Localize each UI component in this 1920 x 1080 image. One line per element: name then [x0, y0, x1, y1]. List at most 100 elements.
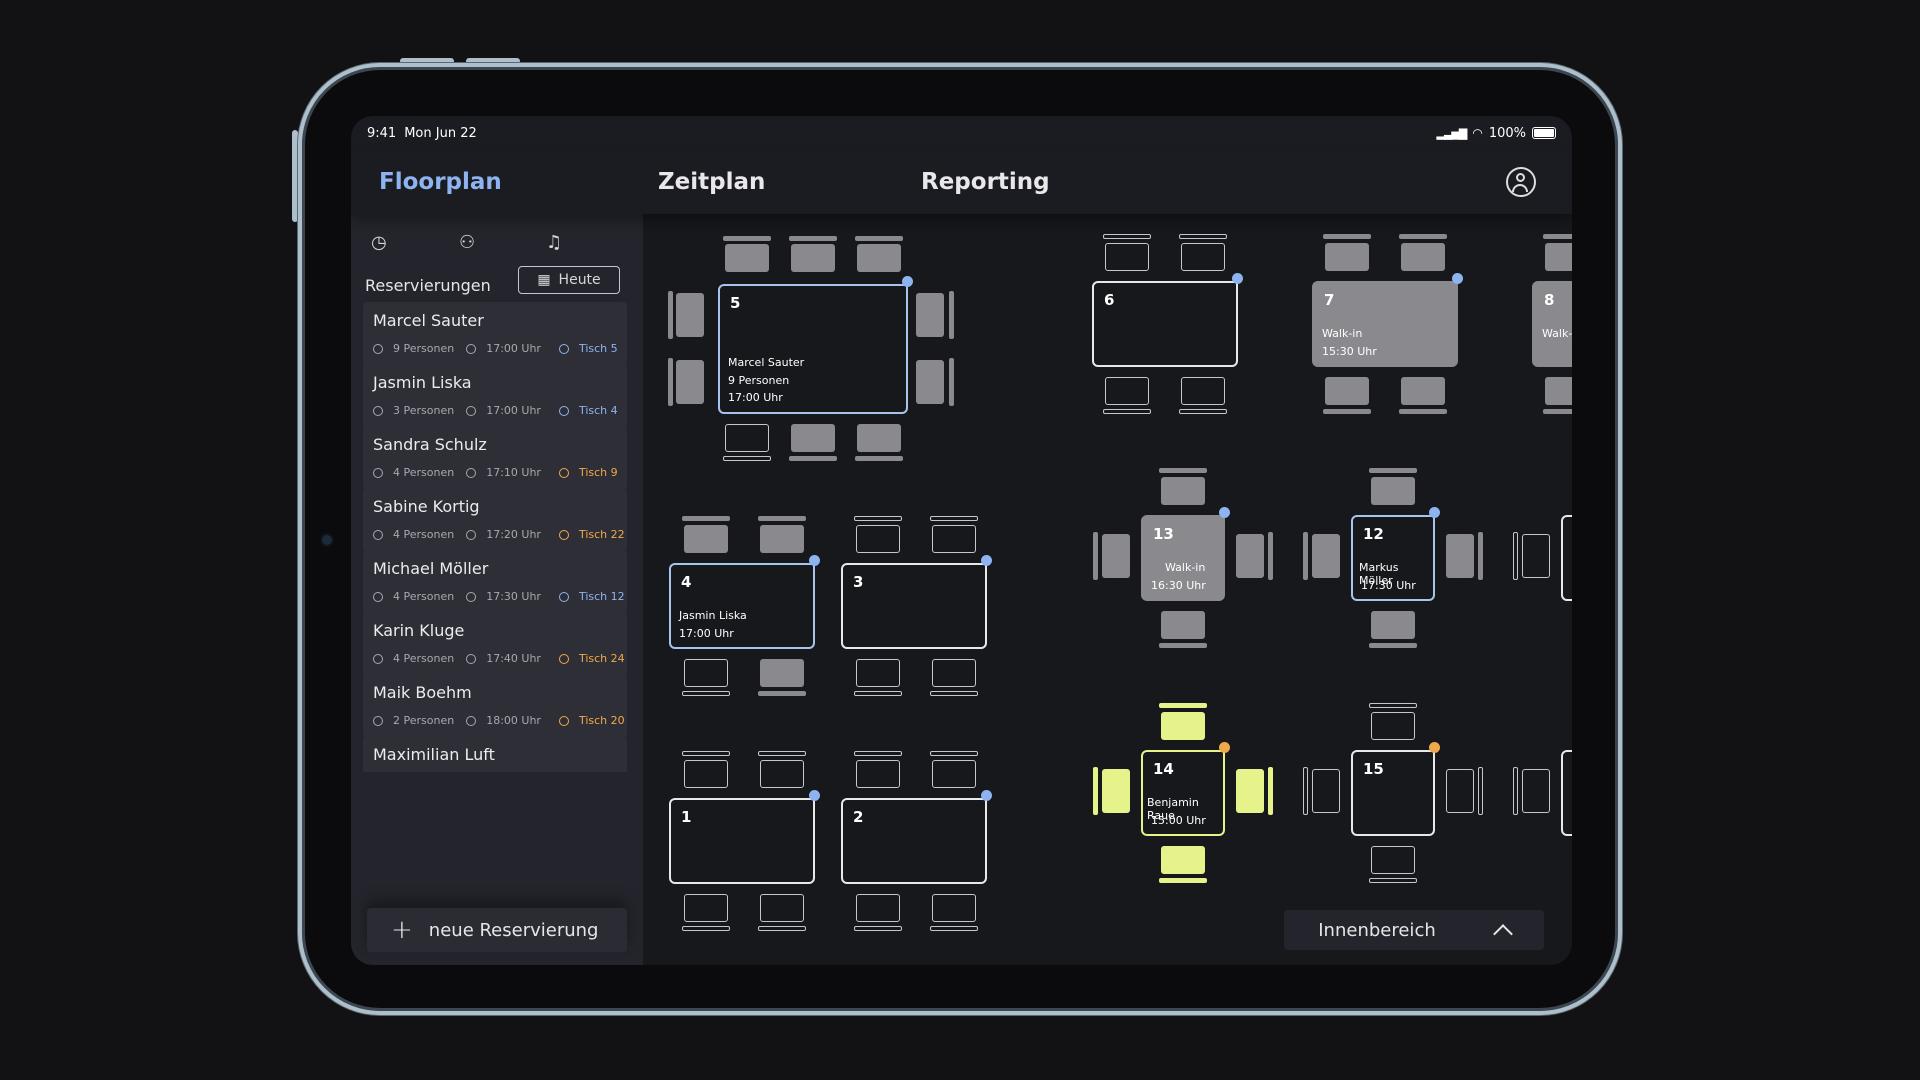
chair-bar: [723, 236, 771, 241]
time: 17:20 Uhr: [486, 528, 541, 541]
chair-bar: [758, 516, 806, 521]
chair: [1161, 611, 1205, 639]
bell-icon[interactable]: ♫: [546, 232, 563, 253]
chair-bar: [1543, 409, 1572, 414]
chair: [684, 659, 728, 687]
table-time: 17:30 Uhr: [1361, 579, 1416, 592]
chair: [1545, 243, 1572, 271]
new-reservation-button[interactable]: + neue Reservierung: [367, 908, 627, 952]
chair: [760, 659, 804, 687]
person-icon: [373, 529, 383, 540]
chair: [676, 360, 704, 404]
chair-bar: [1323, 234, 1371, 239]
chair-bar: [668, 291, 673, 339]
chair: [1446, 769, 1474, 813]
table-13[interactable]: 13 Walk-in 16:30 Uhr: [1141, 515, 1225, 601]
chevron-up-icon: [1492, 924, 1513, 944]
chair: [684, 894, 728, 922]
guests-icon[interactable]: ⚇: [459, 232, 476, 253]
clock-icon: [466, 653, 477, 664]
chair: [932, 760, 976, 788]
table-14[interactable]: 14 Benjamin Raue 15:00 Uhr: [1141, 750, 1225, 836]
table-5[interactable]: 5 Marcel Sauter 9 Personen 17:00 Uhr: [718, 284, 908, 414]
status-dot: [981, 790, 992, 801]
volume-button: [466, 58, 520, 64]
status-date: Mon Jun 22: [404, 125, 477, 141]
status-dot: [981, 555, 992, 566]
chair-bar: [855, 456, 903, 461]
chair-bar: [1478, 767, 1483, 815]
chair: [1161, 712, 1205, 740]
table-number: 1: [681, 808, 692, 826]
chair-bar: [1179, 234, 1227, 239]
chair-bar: [758, 691, 806, 696]
table-label: Walk-in: [1322, 327, 1363, 340]
chair-bar: [854, 926, 902, 931]
chair-bar: [682, 691, 730, 696]
table-partial[interactable]: [1561, 515, 1572, 601]
table-1[interactable]: 1: [669, 798, 815, 884]
table-number: 8: [1544, 291, 1555, 309]
table-7[interactable]: 7 Walk-in 15:30 Uhr: [1312, 281, 1458, 367]
reservation-card[interactable]: Maximilian Luft: [363, 736, 627, 772]
chair-bar: [1103, 234, 1151, 239]
table-number: 6: [1104, 291, 1115, 309]
chair: [725, 244, 769, 272]
chair-bar: [1093, 532, 1098, 580]
table-4[interactable]: 4 Jasmin Liska 17:00 Uhr: [669, 563, 815, 649]
today-button[interactable]: ▦ Heute: [518, 266, 620, 294]
time: 17:10 Uhr: [486, 466, 541, 479]
table-2[interactable]: 2: [841, 798, 987, 884]
area-selector[interactable]: Innenbereich: [1284, 910, 1544, 950]
persons: 4 Personen: [393, 528, 455, 541]
chair: [1325, 377, 1369, 405]
tab-zeitplan[interactable]: Zeitplan: [658, 169, 766, 195]
chair: [791, 244, 835, 272]
volume-button: [400, 58, 454, 64]
new-reservation-label: neue Reservierung: [428, 919, 599, 941]
chair: [1371, 712, 1415, 740]
tab-reporting[interactable]: Reporting: [921, 169, 1050, 195]
table-icon: [558, 591, 569, 602]
table-15[interactable]: 15: [1351, 750, 1435, 836]
table-partial[interactable]: [1561, 750, 1572, 836]
table-guest-name: Markus Möller: [1359, 561, 1399, 587]
chair-bar: [1159, 468, 1207, 473]
screen: 9:41 Mon Jun 22 ▂▃▅▇ ◠ 100% Floorplan Ze…: [351, 116, 1572, 965]
chair: [1371, 477, 1415, 505]
clock-icon: [466, 715, 477, 726]
guest-name: Maximilian Luft: [373, 745, 495, 764]
chair-bar: [1159, 643, 1207, 648]
table: Tisch 20: [578, 714, 625, 727]
chair-bar: [1369, 878, 1417, 883]
chair-bar: [1399, 409, 1447, 414]
chair: [1105, 377, 1149, 405]
tab-floorplan[interactable]: Floorplan: [379, 169, 502, 195]
chair: [1401, 377, 1445, 405]
camera: [322, 535, 332, 545]
person-icon: [373, 343, 383, 354]
chair: [1161, 477, 1205, 505]
table-8[interactable]: 8 Walk-in: [1532, 281, 1572, 367]
status-dot: [1429, 742, 1440, 753]
table-12[interactable]: 12 Markus Möller 17:30 Uhr: [1351, 515, 1435, 601]
clock-icon[interactable]: ◷: [371, 232, 387, 253]
chair-bar: [668, 358, 673, 406]
chair: [857, 244, 901, 272]
chair: [916, 360, 944, 404]
table-6[interactable]: 6: [1092, 281, 1238, 367]
plus-icon: +: [391, 915, 413, 945]
table-icon: [558, 529, 569, 540]
chair: [1312, 769, 1340, 813]
user-profile-icon[interactable]: [1506, 167, 1536, 197]
persons: 3 Personen: [393, 404, 455, 417]
chair-bar: [1303, 767, 1308, 815]
table-3[interactable]: 3: [841, 563, 987, 649]
